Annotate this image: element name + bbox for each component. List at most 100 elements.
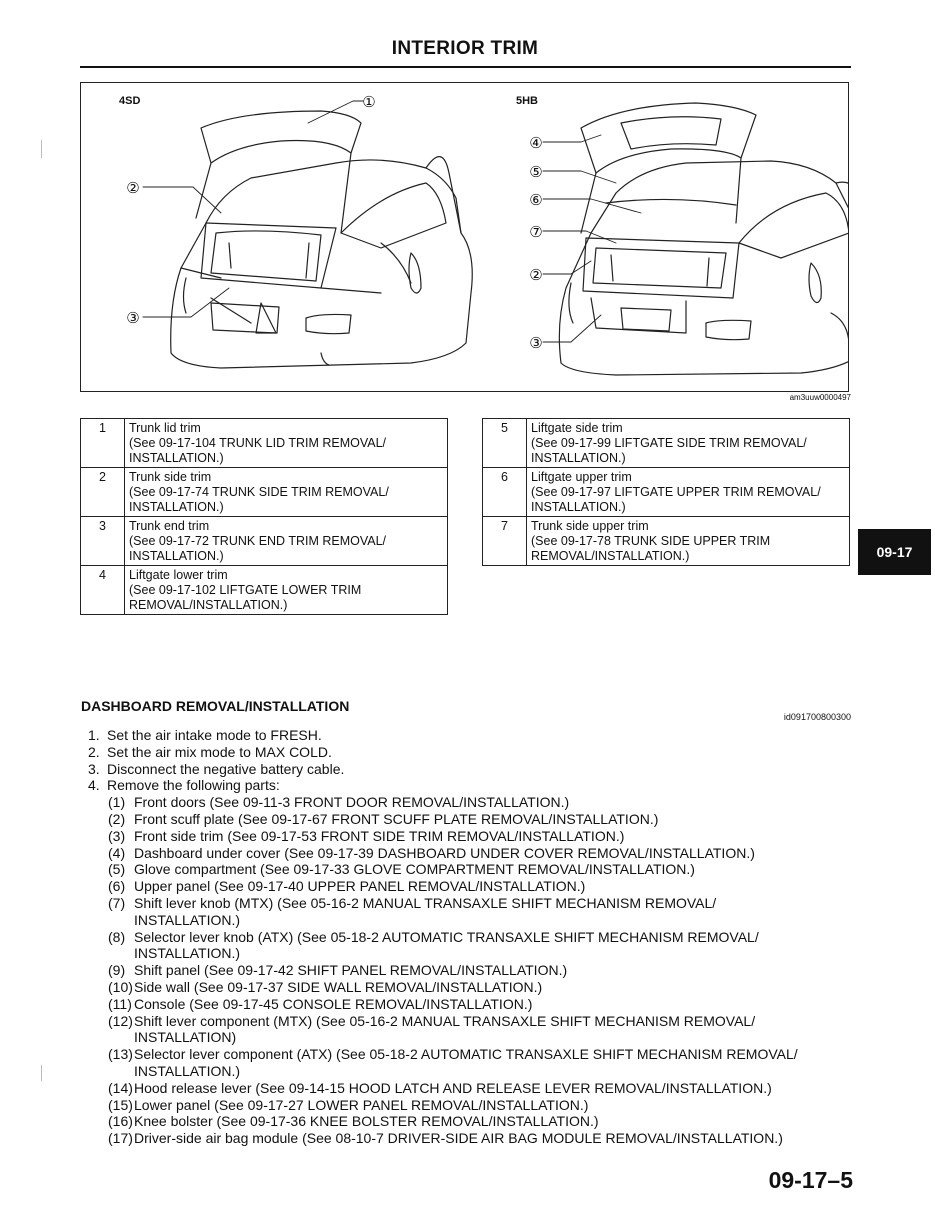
part-number: 3 xyxy=(80,516,125,566)
description-line: INSTALLATION.) xyxy=(531,451,626,465)
item-number: (10) xyxy=(108,978,133,995)
callout-6: ⑥ xyxy=(529,191,542,209)
callout-1: ① xyxy=(362,93,375,111)
part-description: Liftgate upper trim(See 09-17-97 LIFTGAT… xyxy=(526,467,850,517)
page-number: 09-17–5 xyxy=(768,1167,853,1193)
item-number: (17) xyxy=(108,1130,133,1147)
callout-4: ④ xyxy=(529,134,542,152)
item-number: (15) xyxy=(108,1096,133,1113)
removal-item: (5) Glove compartment (See 09-17-33 GLOVE… xyxy=(108,861,858,878)
description-line: INSTALLATION.) xyxy=(129,451,224,465)
step-text: Set the air intake mode to FRESH. xyxy=(107,727,322,743)
removal-item: (9)Shift panel (See 09-17-42 SHIFT PANEL… xyxy=(108,962,858,979)
item-number: (14) xyxy=(108,1079,133,1096)
part-number: 4 xyxy=(80,565,125,615)
trim-location-figure: 4SD 5HB xyxy=(80,82,849,392)
part-number: 5 xyxy=(482,418,527,468)
item-text: Lower panel (See 09-17-27 LOWER PANEL RE… xyxy=(134,1097,588,1114)
item-text: Driver-side air bag module (See 08-10-7 … xyxy=(134,1130,783,1147)
description-line: INSTALLATION.) xyxy=(531,500,626,514)
removal-item: (12)Shift lever component (MTX) (See 05-… xyxy=(108,1013,858,1047)
item-text: Glove compartment (See 09-17-33 GLOVE CO… xyxy=(134,861,695,878)
item-text: Front doors (See 09-11-3 FRONT DOOR REMO… xyxy=(134,794,569,811)
item-number: (13) xyxy=(108,1046,133,1063)
item-text: Console (See 09-17-45 CONSOLE REMOVAL/IN… xyxy=(134,996,532,1013)
item-line: Lower panel (See 09-17-27 LOWER PANEL RE… xyxy=(134,1096,589,1113)
item-number: (1) xyxy=(108,794,126,811)
item-text: Selector lever knob (ATX) (See 05-18-2 A… xyxy=(134,929,759,963)
figure-code: am3uuw0000497 xyxy=(789,393,851,402)
item-number: (16) xyxy=(108,1113,133,1130)
description-line: (See 09-17-104 TRUNK LID TRIM REMOVAL/ xyxy=(129,436,387,450)
item-text: Knee bolster (See 09-17-36 KNEE BOLSTER … xyxy=(134,1113,599,1130)
item-number: (11) xyxy=(108,995,132,1012)
step-text: Remove the following parts: xyxy=(107,777,280,794)
item-line: INSTALLATION.) xyxy=(134,911,241,928)
item-line: Driver-side air bag module (See 08-10-7 … xyxy=(134,1130,783,1147)
item-line: INSTALLATION.) xyxy=(134,945,241,962)
step-number: 1. xyxy=(88,727,100,743)
description-line: (See 09-17-78 TRUNK SIDE UPPER TRIM xyxy=(531,534,771,548)
procedure-step: 2. Set the air mix mode to MAX COLD. xyxy=(88,744,858,761)
item-line: INSTALLATION.) xyxy=(134,1062,241,1079)
callout-5: ⑤ xyxy=(529,163,542,181)
item-text: Front side trim (See 09-17-53 FRONT SIDE… xyxy=(134,828,624,845)
margin-mark xyxy=(41,1065,42,1081)
item-line: Hood release lever (See 09-14-15 HOOD LA… xyxy=(134,1079,772,1096)
item-number: (12) xyxy=(108,1012,133,1029)
part-number: 1 xyxy=(80,418,125,468)
section-tab: 09-17 xyxy=(858,529,931,575)
description-line: (See 09-17-72 TRUNK END TRIM REMOVAL/ xyxy=(129,534,387,548)
description-line: REMOVAL/INSTALLATION.) xyxy=(531,549,690,563)
item-text: Shift lever knob (MTX) (See 05-16-2 MANU… xyxy=(134,895,716,929)
step-number: 2. xyxy=(88,743,100,760)
callout-7: ⑦ xyxy=(529,223,542,241)
part-number: 2 xyxy=(80,467,125,517)
item-line: Selector lever component (ATX) (See 05-1… xyxy=(134,1046,798,1063)
removal-item: (7)Shift lever knob (MTX) (See 05-16-2 M… xyxy=(108,895,858,929)
description-line: (See 09-17-102 LIFTGATE LOWER TRIM xyxy=(129,583,362,597)
step-text: Disconnect the negative battery cable. xyxy=(107,760,345,777)
step-number: 3. xyxy=(88,760,100,777)
procedure-step: 1. Set the air intake mode to FRESH. xyxy=(88,727,858,744)
description-line: REMOVAL/INSTALLATION.) xyxy=(129,598,288,612)
description-line: Liftgate side trim xyxy=(531,421,623,435)
item-line: Front scuff plate (See 09-17-67 FRONT SC… xyxy=(134,810,659,827)
margin-mark xyxy=(41,140,42,158)
part-description: Liftgate lower trim(See 09-17-102 LIFTGA… xyxy=(124,565,448,615)
item-line: Shift panel (See 09-17-42 SHIFT PANEL RE… xyxy=(134,962,568,979)
item-line: Console (See 09-17-45 CONSOLE REMOVAL/IN… xyxy=(134,995,533,1012)
removal-item: (1) Front doors (See 09-11-3 FRONT DOOR R… xyxy=(108,794,858,811)
removal-item: (15)Lower panel (See 09-17-27 LOWER PANE… xyxy=(108,1097,858,1114)
description-line: INSTALLATION.) xyxy=(129,500,224,514)
item-line: Dashboard under cover (See 09-17-39 DASH… xyxy=(134,844,755,861)
description-line: INSTALLATION.) xyxy=(129,549,224,563)
procedure-step: 3. Disconnect the negative battery cable. xyxy=(88,761,858,778)
removal-item: (2)Front scuff plate (See 09-17-67 FRONT… xyxy=(108,811,858,828)
figure-label-4sd: 4SD xyxy=(119,95,141,107)
item-text: Front scuff plate (See 09-17-67 FRONT SC… xyxy=(134,811,658,828)
removal-item: (13)Selector lever component (ATX) (See … xyxy=(108,1046,858,1080)
figure-label-5hb: 5HB xyxy=(516,95,539,107)
part-description: Trunk end trim(See 09-17-72 TRUNK END TR… xyxy=(124,516,448,566)
item-line: Upper panel (See 09-17-40 UPPER PANEL RE… xyxy=(134,878,586,895)
description-line: Trunk lid trim xyxy=(129,421,201,435)
removal-item: (16)Knee bolster (See 09-17-36 KNEE BOLS… xyxy=(108,1113,858,1130)
item-text: Upper panel (See 09-17-40 UPPER PANEL RE… xyxy=(134,878,585,895)
item-number: (5) xyxy=(108,861,126,878)
removal-item: (6)Upper panel (See 09-17-40 UPPER PANEL… xyxy=(108,878,858,895)
item-text: Shift panel (See 09-17-42 SHIFT PANEL RE… xyxy=(134,962,567,979)
step-text: Set the air mix mode to MAX COLD. xyxy=(107,743,332,760)
part-description: Trunk lid trim(See 09-17-104 TRUNK LID T… xyxy=(124,418,448,468)
removal-item: (4)Dashboard under cover (See 09-17-39 D… xyxy=(108,845,858,862)
item-line: Front side trim (See 09-17-53 FRONT SIDE… xyxy=(134,827,625,844)
removal-item: (8)Selector lever knob (ATX) (See 05-18-… xyxy=(108,929,858,963)
part-description: Trunk side trim(See 09-17-74 TRUNK SIDE … xyxy=(124,467,448,517)
callout-3-hatchback: ③ xyxy=(529,334,542,352)
title-rule xyxy=(80,66,851,68)
item-line: Knee bolster (See 09-17-36 KNEE BOLSTER … xyxy=(134,1113,599,1130)
